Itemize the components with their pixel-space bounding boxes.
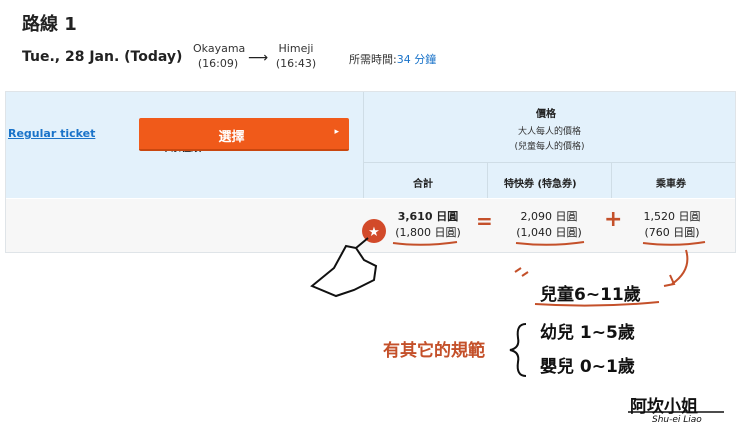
curly-brace-icon (509, 323, 527, 377)
express-header: 特快券 (特急券) (504, 179, 577, 190)
required-time: 所需時間:34 分鐘 (349, 51, 436, 67)
other-rules-note: 有其它的規範 (383, 341, 485, 361)
travel-date: Tue., 28 Jan. (Today) (22, 49, 183, 65)
regular-ticket-link[interactable]: Regular ticket (8, 127, 96, 140)
underline-total (392, 241, 458, 246)
signature: 阿坎小姐 (630, 397, 698, 417)
fare-child-price: (760 日圓) (644, 226, 700, 239)
emphasis-marks (514, 267, 529, 277)
star-icon: ★ (368, 225, 380, 240)
price-header-cell: 價格 (364, 92, 735, 163)
baby-age-note: 嬰兒 0~1歲 (540, 357, 635, 377)
fare-header: 乘車券 (656, 179, 686, 190)
adult-price-caption: 大人每人的價格 (517, 127, 581, 137)
express-child-price: (1,040 日圓) (516, 226, 582, 239)
star-badge-icon (362, 219, 386, 243)
express-price: 2,090 日圓 (1,040 日圓) (515, 209, 583, 241)
departure-station: Okayama (16:09) (193, 41, 246, 71)
chevron-right-icon: ▸ (334, 127, 339, 137)
signature-english: Shu-ei Liao (652, 415, 702, 425)
total-child-price: (1,800 日圓) (395, 226, 461, 239)
underline-express (515, 241, 585, 246)
pointing-hand-icon (310, 244, 378, 298)
fare-adult-price: 1,520 日圓 (643, 210, 701, 223)
arrival-time: (16:43) (275, 57, 317, 70)
total-price: 3,610 日圓 (1,800 日圓) (393, 209, 463, 241)
underline-child (534, 301, 660, 307)
departure-time: (16:09) (197, 57, 239, 70)
select-button[interactable]: 選擇 ▸ (139, 118, 349, 151)
fare-price: 1,520 日圓 (760 日圓) (641, 209, 703, 241)
arrow-head-icon (663, 274, 676, 287)
select-button-label: 選擇 (218, 130, 245, 145)
express-adult-price: 2,090 日圓 (520, 210, 578, 223)
arrival-station-name: Himeji (278, 42, 314, 55)
total-adult-price: 3,610 日圓 (397, 210, 459, 223)
arrow-right-icon: ⟶ (248, 50, 269, 66)
pointing-finger (355, 237, 369, 249)
child-age-note: 兒童6~11歲 (540, 285, 641, 305)
total-header-cell: 合計 (364, 163, 488, 198)
equals-sign: = (476, 209, 493, 233)
price-header: 價格 (536, 109, 556, 120)
arrival-station: Himeji (16:43) (275, 41, 317, 71)
duration-value: 34 分鐘 (396, 53, 437, 66)
total-header: 合計 (413, 179, 433, 190)
route-title: 路線 1 (22, 14, 77, 35)
departure-station-name: Okayama (193, 42, 246, 55)
plus-sign: + (604, 207, 623, 232)
infant-age-note: 幼兒 1~5歲 (540, 323, 635, 343)
required-time-label: 所需時間: (349, 53, 397, 66)
child-price-caption: (兒童每人的價格) (514, 142, 585, 152)
curved-arrow (671, 249, 689, 285)
fare-header-cell: 乘車券 (612, 163, 735, 198)
express-header-cell: 特快券 (特急券) (488, 163, 612, 198)
underline-fare (642, 241, 706, 246)
